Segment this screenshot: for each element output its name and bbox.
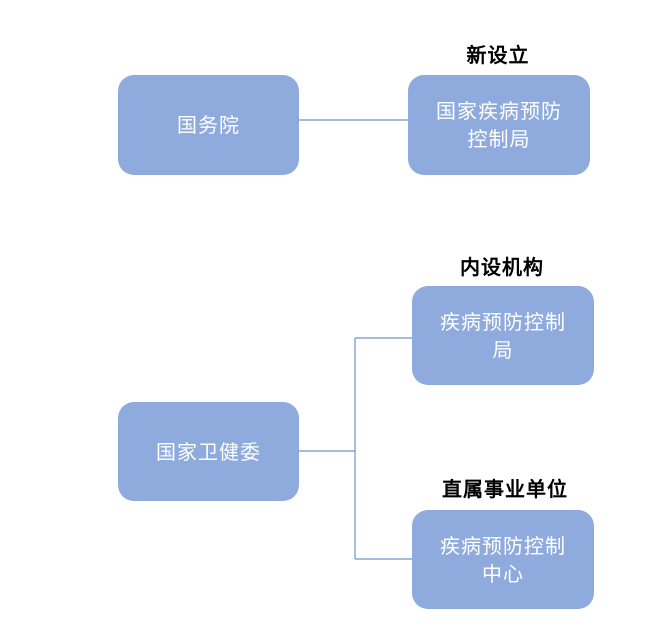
node-nhc: 国家卫健委: [118, 402, 299, 501]
node-national-cdc-bureau-text: 国家疾病预防控制局: [436, 99, 562, 151]
node-national-cdc-bureau: 国家疾病预防控制局: [408, 75, 590, 175]
label-internal-agency: 内设机构: [460, 255, 544, 279]
node-cdc-center: 疾病预防控制中心: [412, 510, 594, 609]
label-affiliated-unit: 直属事业单位: [442, 477, 568, 501]
node-cdc-center-text: 疾病预防控制中心: [440, 533, 566, 586]
label-newly-established: 新设立: [466, 43, 530, 67]
node-internal-cdc-bureau: 疾病预防控制局: [412, 286, 594, 385]
node-state-council: 国务院: [118, 75, 299, 175]
node-internal-cdc-bureau-text: 疾病预防控制局: [440, 309, 566, 362]
